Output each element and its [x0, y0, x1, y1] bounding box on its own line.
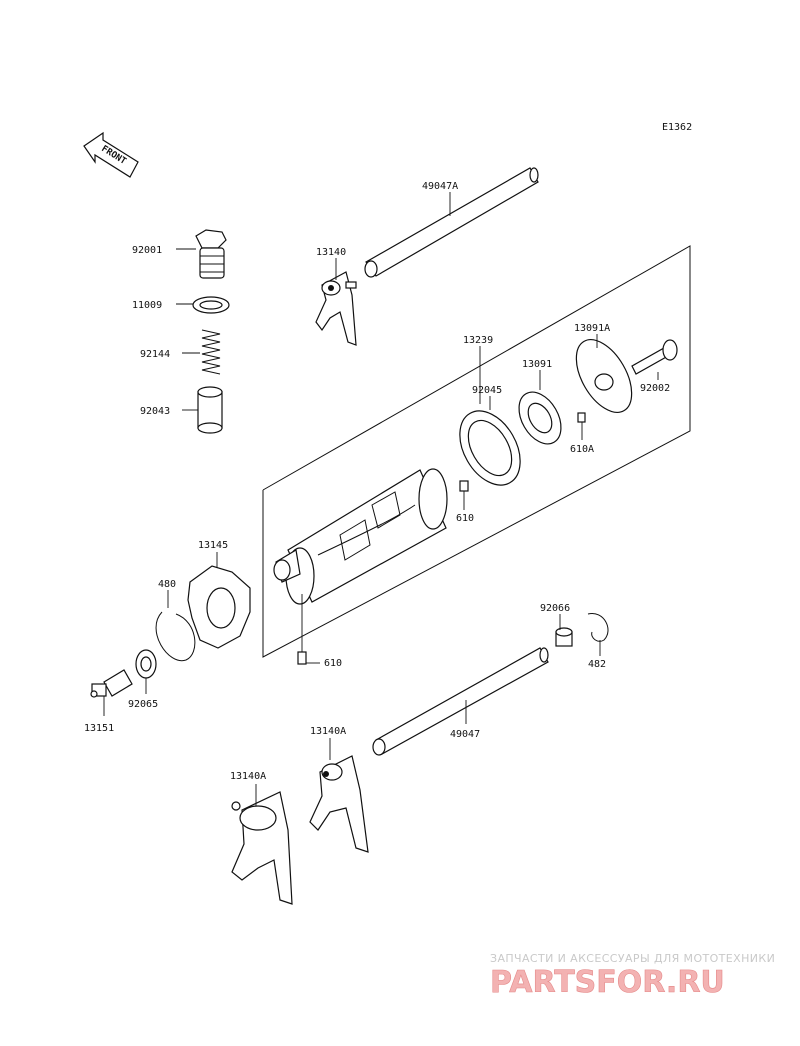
- label-610-lower: 610: [324, 658, 342, 669]
- plug-bolt-92001: [195, 229, 227, 279]
- cam-13091: [518, 391, 562, 445]
- circlip-482: [587, 613, 609, 642]
- watermark-logo: PARTSFOR.RU: [490, 965, 725, 1000]
- label-610A: 610A: [570, 444, 594, 455]
- label-49047: 49047: [450, 729, 480, 740]
- label-13145: 13145: [198, 540, 228, 551]
- label-92043: 92043: [140, 406, 170, 417]
- front-arrow-icon: FRONT: [83, 131, 139, 178]
- shift-rod-upper: [364, 167, 539, 278]
- gasket-hole: [199, 300, 223, 310]
- shift-drum-13239: [273, 468, 448, 605]
- bolt-92002: [631, 339, 678, 375]
- label-13091: 13091: [522, 359, 552, 370]
- dowel-610-upper: [459, 480, 469, 492]
- bushing-92066: [555, 627, 573, 647]
- label-92065: 92065: [128, 699, 158, 710]
- diagram-code: E1362: [662, 122, 692, 133]
- shift-rod-lower: [372, 647, 549, 756]
- star-plate-13145: [187, 565, 251, 649]
- shift-fork-13140A-left: [231, 791, 293, 905]
- spring-92144: [201, 329, 221, 375]
- label-92066: 92066: [540, 603, 570, 614]
- label-13140A-right: 13140A: [310, 726, 346, 737]
- pin-92043: [197, 386, 223, 434]
- shift-fork-13140A-right: [309, 755, 369, 853]
- circlip-480: [155, 611, 196, 662]
- switch-13151: [90, 669, 133, 698]
- washer-hole: [140, 656, 152, 672]
- bearing-92045: [459, 410, 521, 486]
- leader-lines: [103, 192, 659, 806]
- plate-13091A: [575, 339, 633, 413]
- label-11009: 11009: [132, 300, 162, 311]
- label-92045: 92045: [472, 385, 502, 396]
- label-13151: 13151: [84, 723, 114, 734]
- dowel-610A: [577, 412, 586, 423]
- label-49047A: 49047A: [422, 181, 458, 192]
- label-13140: 13140: [316, 247, 346, 258]
- label-13239: 13239: [463, 335, 493, 346]
- label-92001: 92001: [132, 245, 162, 256]
- watermark-subtitle: ЗАПЧАСТИ И АКСЕССУАРЫ ДЛЯ МОТОТЕХНИКИ: [490, 952, 775, 965]
- assembly-outline: [262, 245, 691, 658]
- label-482: 482: [588, 659, 606, 670]
- label-92002: 92002: [640, 383, 670, 394]
- label-13091A: 13091A: [574, 323, 610, 334]
- label-13140A-left: 13140A: [230, 771, 266, 782]
- label-92144: 92144: [140, 349, 170, 360]
- dowel-610-lower: [297, 651, 307, 665]
- label-610-upper: 610: [456, 513, 474, 524]
- label-480: 480: [158, 579, 176, 590]
- shift-fork-13140: [315, 271, 357, 346]
